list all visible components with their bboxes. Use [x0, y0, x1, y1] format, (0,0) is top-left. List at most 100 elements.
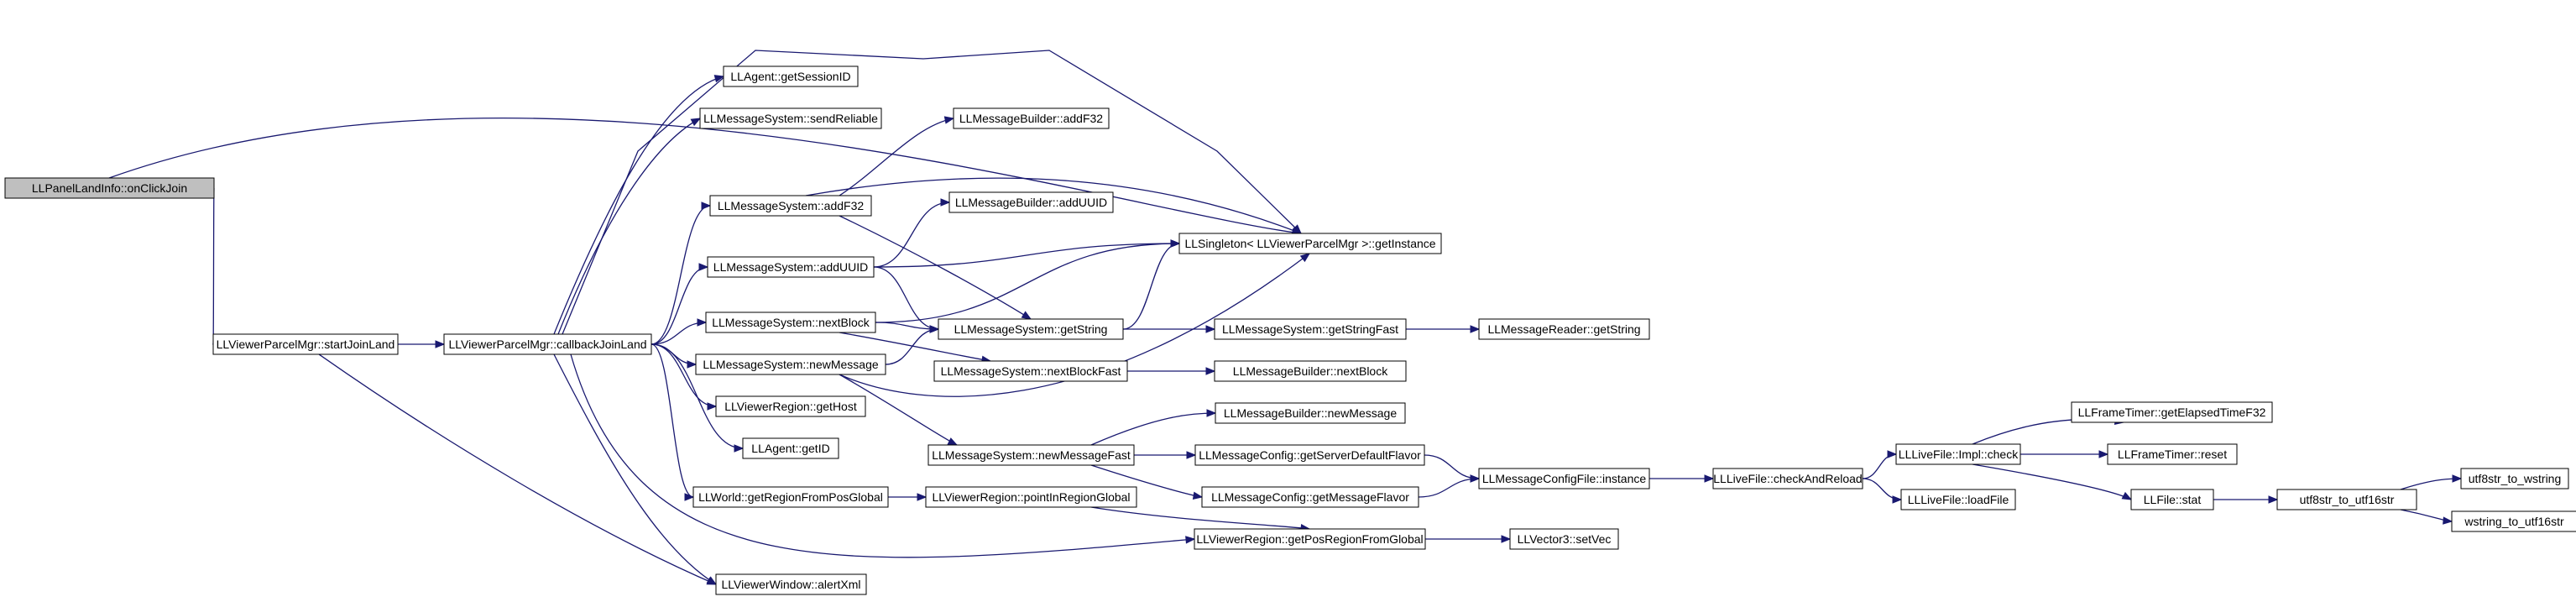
edge-n2-to-n36 [570, 353, 1196, 558]
function-node[interactable]: LLMessageSystem::addF32 [709, 195, 872, 217]
function-node[interactable]: LLMessageSystem::getString [938, 318, 1124, 340]
function-node[interactable]: LLMessageSystem::nextBlockFast [933, 360, 1128, 382]
function-node[interactable]: LLWorld::getRegionFromPosGlobal [692, 486, 889, 508]
function-node[interactable]: LLMessageConfig::getMessageFlavor [1201, 486, 1419, 508]
node-label: LLSingleton< LLViewerParcelMgr >::getIns… [1184, 237, 1435, 250]
edge-line [1862, 453, 1897, 479]
function-node[interactable]: LLMessageReader::getString [1478, 318, 1650, 340]
edge-n1-to-n2 [398, 340, 446, 348]
node-box [1478, 318, 1650, 340]
function-node[interactable]: LLAgent::getID [742, 437, 839, 459]
node-box [925, 486, 1137, 508]
node-box [1509, 528, 1619, 550]
function-node[interactable]: LLMessageBuilder::nextBlock [1214, 360, 1407, 382]
function-node[interactable]: LLMessageSystem::sendReliable [699, 107, 882, 129]
edge-n6-to-n16 [839, 215, 1032, 320]
function-node[interactable]: LLViewerWindow::alertXml [715, 573, 867, 595]
node-box [1214, 360, 1407, 382]
edge-line [651, 343, 744, 449]
arrowhead-icon [707, 402, 718, 411]
node-box [1478, 468, 1650, 489]
edge-n9-to-n16 [885, 325, 940, 365]
arrowhead-icon [2098, 450, 2109, 458]
node-box [948, 191, 1114, 213]
edge-n2-to-n3 [553, 353, 718, 585]
function-node[interactable]: LLMessageSystem::addUUID [707, 256, 875, 278]
function-node[interactable]: LLMessageSystem::newMessageFast [927, 444, 1135, 466]
edge-n16-to-n15 [1122, 239, 1181, 330]
arrowhead-icon [684, 493, 695, 501]
node-box [692, 486, 889, 508]
function-node[interactable]: LLViewerParcelMgr::callbackJoinLand [443, 333, 652, 355]
node-box [1214, 318, 1407, 340]
node-label: LLFile::stat [2144, 493, 2202, 506]
function-node[interactable]: utf8str_to_utf16str [2276, 489, 2417, 510]
edge-line [1122, 243, 1180, 330]
node-label: LLAgent::getSessionID [730, 70, 850, 83]
edge-n1-to-n3 [318, 353, 718, 585]
arrowhead-icon [917, 493, 927, 501]
function-node[interactable]: LLLiveFile::loadFile [1900, 489, 2016, 510]
node-label: LLFrameTimer::reset [2118, 448, 2227, 461]
function-node[interactable]: LLViewerRegion::pointInRegionGlobal [925, 486, 1137, 508]
function-node[interactable]: LLLiveFile::Impl::check [1895, 443, 2021, 465]
function-node[interactable]: utf8str_to_wstring [2460, 468, 2569, 489]
node-label: LLMessageBuilder::nextBlock [1233, 364, 1388, 378]
node-label: utf8str_to_utf16str [2300, 493, 2395, 506]
function-node[interactable]: LLViewerRegion::getHost [715, 395, 866, 417]
node-label: LLMessageReader::getString [1487, 322, 1640, 336]
function-node[interactable]: LLMessageSystem::nextBlock [705, 311, 876, 333]
function-node[interactable]: LLMessageBuilder::addF32 [953, 107, 1110, 129]
function-node[interactable]: wstring_to_utf16str [2451, 510, 2576, 532]
arrowhead-icon [1892, 495, 1903, 504]
node-label: LLMessageConfig::getMessageFlavor [1211, 490, 1409, 504]
arrowhead-icon [1021, 311, 1032, 320]
function-node[interactable]: LLAgent::getSessionID [723, 65, 859, 87]
edge-line [875, 243, 1180, 323]
root-function-node[interactable]: LLPanelLandInfo::onClickJoin [4, 177, 215, 199]
function-node[interactable]: LLVector3::setVec [1509, 528, 1619, 550]
edge-n7-to-n14 [873, 198, 951, 268]
edge-n26-to-n28 [1862, 478, 1903, 504]
function-node[interactable]: LLLiveFile::checkAndReload [1712, 468, 1863, 489]
arrowhead-icon [1205, 325, 1216, 333]
function-node[interactable]: LLMessageConfigFile::instance [1478, 468, 1650, 489]
node-label: LLMessageBuilder::addUUID [955, 196, 1107, 209]
arrowhead-icon [1192, 491, 1204, 500]
arrowhead-icon [1186, 451, 1197, 459]
node-box [742, 437, 839, 459]
node-label: LLViewerParcelMgr::startJoinLand [217, 338, 395, 351]
edge-n25-to-n26 [1649, 474, 1715, 483]
function-node[interactable]: LLMessageBuilder::addUUID [948, 191, 1114, 213]
arrowhead-icon [1470, 474, 1481, 483]
arrowhead-icon [1299, 253, 1311, 263]
edge-line [2400, 478, 2462, 490]
function-node[interactable]: LLFrameTimer::reset [2107, 443, 2238, 465]
arrowhead-icon [706, 576, 718, 585]
edge-line [875, 322, 939, 330]
function-node[interactable]: LLMessageSystem::getStringFast [1214, 318, 1407, 340]
function-node[interactable]: LLMessageSystem::newMessage [695, 353, 886, 375]
edge-n7-to-n15 [873, 239, 1181, 268]
function-node[interactable]: LLMessageBuilder::newMessage [1215, 402, 1406, 424]
edge-n18-to-n23 [1133, 451, 1197, 459]
function-node[interactable]: LLMessageConfig::getServerDefaultFlavor [1194, 444, 1425, 466]
edge-n2-to-n5 [557, 118, 702, 335]
edge-line [553, 76, 724, 335]
arrowhead-icon [713, 75, 725, 83]
function-node[interactable]: LLViewerParcelMgr::startJoinLand [212, 333, 399, 355]
node-box [2071, 401, 2273, 423]
node-label: LLAgent::getID [751, 442, 829, 455]
node-label: LLMessageSystem::addF32 [718, 199, 865, 212]
edge-n6-to-n13 [839, 116, 955, 196]
edge-n2-to-n10 [651, 343, 718, 411]
function-node[interactable]: LLFrameTimer::getElapsedTimeF32 [2071, 401, 2273, 423]
edge-line [839, 118, 954, 196]
node-label: LLFrameTimer::getElapsedTimeF32 [2078, 406, 2266, 419]
function-node[interactable]: LLViewerRegion::getPosRegionFromGlobal [1194, 528, 1426, 550]
function-node[interactable]: LLFile::stat [2130, 489, 2214, 510]
function-node[interactable]: LLSingleton< LLViewerParcelMgr >::getIns… [1178, 233, 1442, 254]
arrowhead-icon [687, 360, 698, 369]
arrowhead-icon [2121, 491, 2133, 500]
